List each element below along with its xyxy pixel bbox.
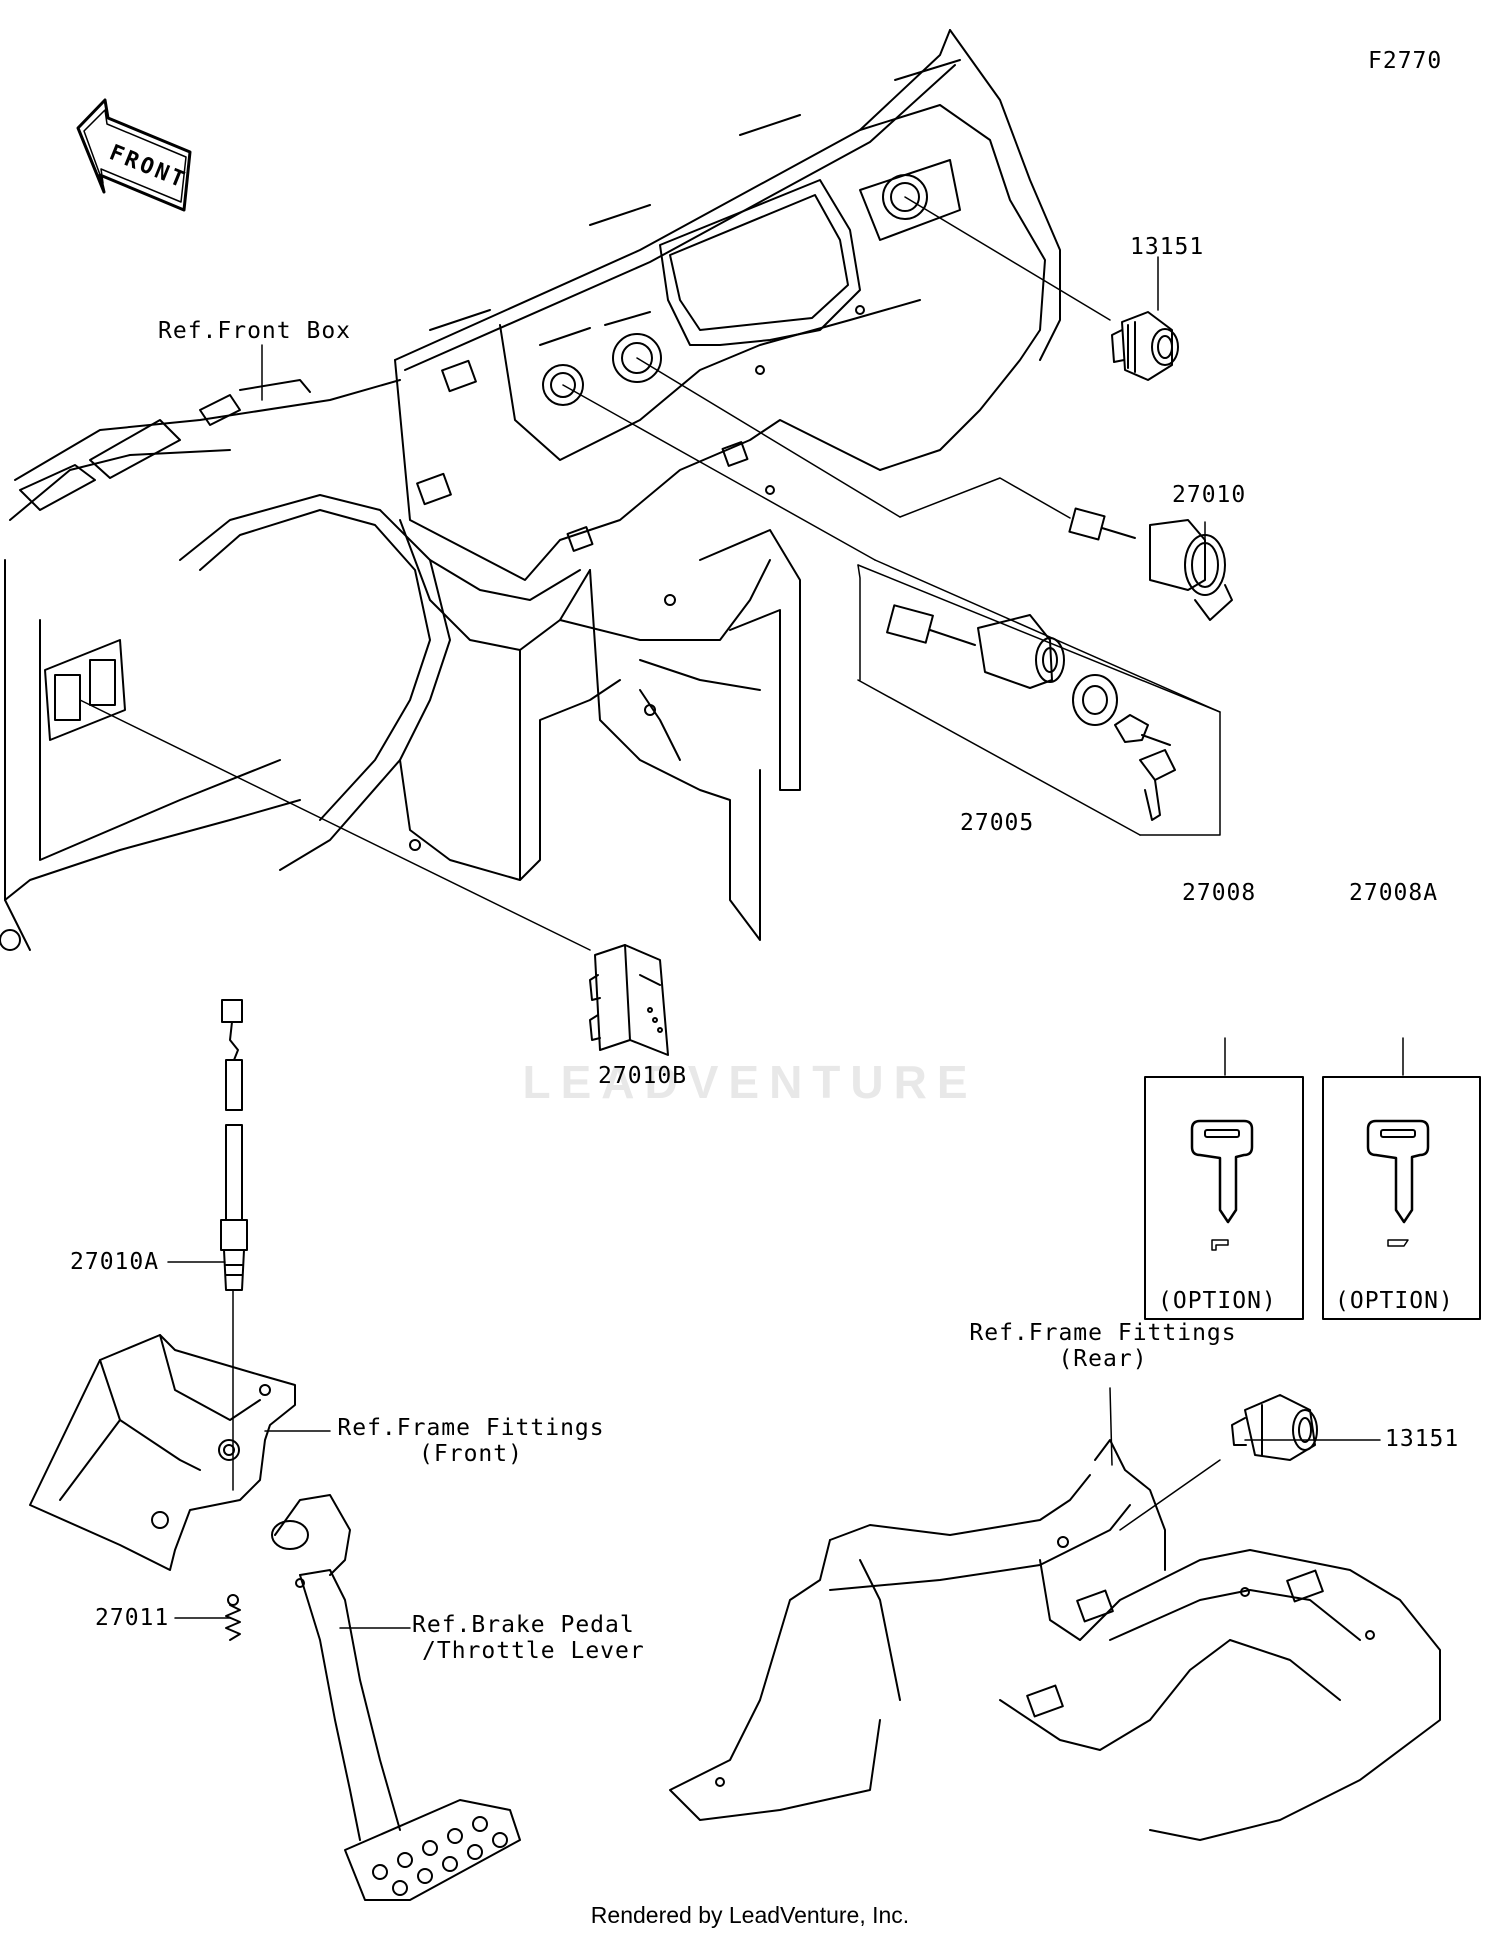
part-13151-top-label[interactable]: 13151	[1130, 234, 1205, 260]
spring-27011-icon	[225, 1594, 241, 1641]
option-key-box-27008	[1144, 1076, 1304, 1320]
brake-pedal-icon	[271, 1494, 521, 1901]
socket-13151-bottom-icon	[1231, 1394, 1318, 1461]
leadventure-watermark: LEADVENTURE	[522, 1056, 978, 1108]
leader-lines	[79, 196, 1404, 1629]
ref-brake-line2: /Throttle Lever	[422, 1638, 645, 1664]
option-label-27008a: (OPTION)	[1335, 1288, 1454, 1314]
part-13151-bottom-label[interactable]: 13151	[1385, 1426, 1460, 1452]
option-label-27008: (OPTION)	[1158, 1288, 1277, 1314]
diagram-code: F2770	[1368, 48, 1443, 74]
ignition-switch-27005-icon	[886, 604, 1176, 821]
part-27005-label[interactable]: 27005	[960, 810, 1035, 836]
brake-switch-27010a-icon	[220, 999, 248, 1291]
part-27008a-label[interactable]: 27008A	[1349, 880, 1439, 906]
part-27010a-label[interactable]: 27010A	[70, 1249, 160, 1275]
socket-27010-icon	[1068, 507, 1233, 621]
ref-frame-front-line2: (Front)	[419, 1441, 523, 1467]
ref-front-box-label[interactable]: Ref.Front Box	[158, 318, 352, 344]
footer-credit: Rendered by LeadVenture, Inc.	[590, 1902, 910, 1928]
front-arrow-icon	[76, 98, 192, 212]
rocker-switch-27010b-icon	[589, 944, 669, 1056]
option-key-box-27008a	[1322, 1076, 1481, 1320]
part-27008-label[interactable]: 27008	[1182, 880, 1257, 906]
ref-frame-fittings-rear-label[interactable]: Ref.Frame Fittings (Rear)	[962, 1320, 1244, 1372]
ref-brake-line1: Ref.Brake Pedal	[412, 1612, 635, 1638]
frame-fittings-rear-icon	[669, 1439, 1441, 1841]
socket-13151-top-icon	[1111, 311, 1179, 381]
ref-brake-pedal-label[interactable]: Ref.Brake Pedal /Throttle Lever	[412, 1612, 645, 1664]
dashboard-panel	[0, 29, 1061, 951]
part-27010-label[interactable]: 27010	[1172, 482, 1247, 508]
part-27011-label[interactable]: 27011	[95, 1605, 170, 1631]
part-27010b-label[interactable]: 27010B	[598, 1063, 688, 1089]
ref-frame-fittings-front-label[interactable]: Ref.Frame Fittings (Front)	[330, 1415, 612, 1467]
frame-fittings-front-icon	[29, 1334, 296, 1571]
ref-frame-rear-line1: Ref.Frame Fittings	[969, 1320, 1237, 1346]
ref-frame-front-line1: Ref.Frame Fittings	[337, 1415, 605, 1441]
ref-frame-rear-line2: (Rear)	[1058, 1346, 1148, 1372]
